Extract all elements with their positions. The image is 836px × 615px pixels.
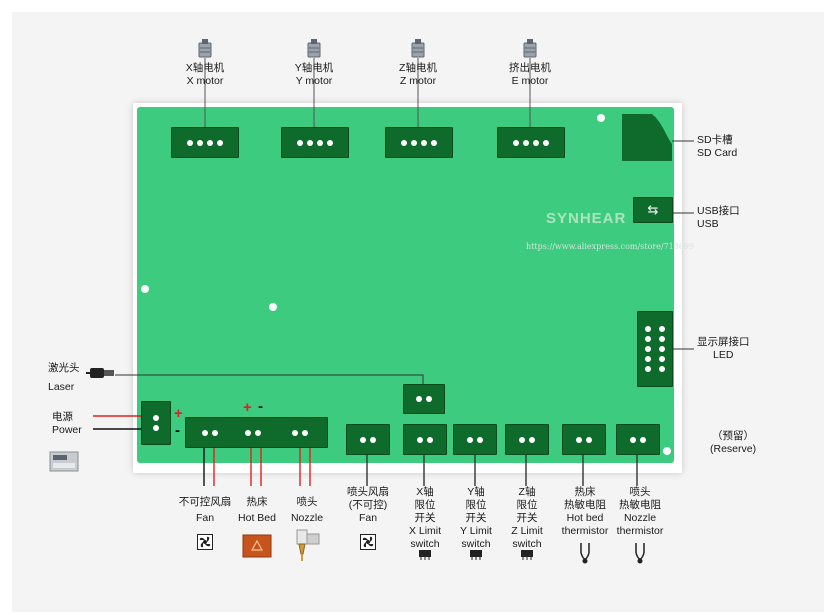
nozzle-fan-connector [346,424,390,455]
nozzle-icon [291,528,323,567]
motor-wires [204,58,531,127]
hotbed-thermistor-connector [562,424,606,455]
thermistor-icon [578,543,592,570]
power-minus-sign: - [175,422,180,439]
mounting-hole [141,285,149,293]
power-supply-icon [49,449,79,478]
stepper-motor-icon [411,39,425,64]
fan-icon [360,534,376,555]
x-motor-connector [171,127,239,158]
bottom-wires [203,446,638,486]
pointer-lines [115,140,694,386]
power-connector [141,401,171,445]
port-label: 喷头风扇(不可控)Fan [347,486,389,524]
stepper-motor-icon [523,39,537,64]
led-display-connector [637,311,673,387]
limit-switch-icon [520,547,534,565]
limit-switch-icon [469,547,483,565]
laser-connector [403,384,445,414]
mounting-hole [269,303,277,311]
thermistor-icon [633,543,647,570]
x-limit-connector [403,424,447,455]
fan-hotbed-nozzle-connector [185,417,328,448]
mounting-hole [597,114,605,122]
hot-bed-icon [242,534,272,563]
y-limit-connector [453,424,497,455]
y-motor-connector [281,127,349,158]
sd-card-slot [622,114,672,161]
hotbed-plus-sign: + [243,399,252,416]
e-motor-connector [497,127,565,158]
laser-head-icon [86,364,116,387]
power-wires [93,415,141,430]
z-limit-connector [505,424,549,455]
stepper-motor-icon [307,39,321,64]
nozzle-thermistor-connector [616,424,660,455]
stepper-motor-icon [198,39,212,64]
limit-switch-icon [418,547,432,565]
watermark-url: https://www.aliexpress.com/store/718699 [526,242,695,251]
reserve-label: （预留）(Reserve) [710,430,757,455]
usb-icon: ⇆ [647,202,659,217]
hotbed-minus-sign: - [258,398,263,415]
power-plus-sign: + [174,405,183,422]
z-motor-connector [385,127,453,158]
fan-icon [197,534,213,555]
mounting-hole [663,447,671,455]
watermark-brand: SYNHEAR [546,210,627,227]
usb-port: ⇆ [633,197,673,223]
